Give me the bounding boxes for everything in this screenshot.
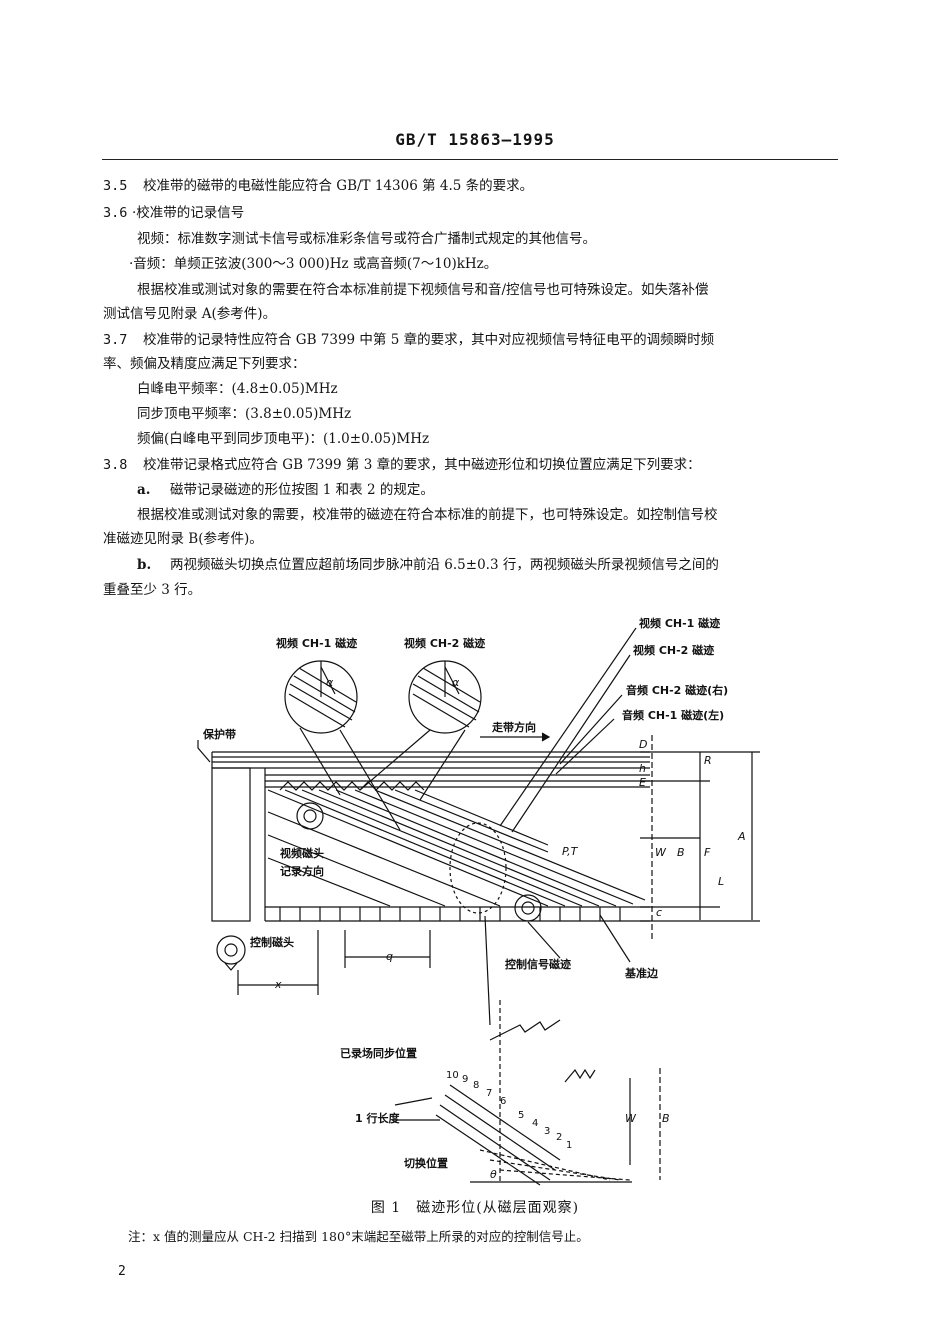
section-number-3-8: 3.8 xyxy=(103,457,128,473)
dim-a: A xyxy=(737,830,746,843)
section-number-3-6: 3.6 xyxy=(103,205,128,221)
dim-d: D xyxy=(639,738,647,751)
section-3-6-video: 视频：标准数字测试卡信号或标准彩条信号或符合广播制式规定的其他信号。 xyxy=(137,231,596,247)
detail-w: W xyxy=(625,1112,637,1125)
angle-theta: θ xyxy=(490,1168,497,1181)
sync-marker-detail xyxy=(489,1019,561,1041)
dim-r: R xyxy=(704,754,712,767)
standard-header: GB/T 15863—1995 xyxy=(395,130,555,149)
alpha-ch1: α xyxy=(326,676,334,689)
label-audio-ch2: 音频 CH-2 磁迹(右) xyxy=(626,683,728,697)
dim-e: E xyxy=(639,776,646,789)
dim-h: h xyxy=(639,762,646,775)
section-3-6-audio: ·音频：单频正弦波(300～3 000)Hz 或高音频(7～10)kHz。 xyxy=(129,256,498,272)
dim-f: F xyxy=(704,846,711,859)
label-recorded-sync: 已录场同步位置 xyxy=(340,1046,417,1060)
alpha-ch2: α xyxy=(452,676,460,689)
item-a-text: 磁带记录磁迹的形位按图 1 和表 2 的规定。 xyxy=(170,482,434,498)
label-ch2-track: 视频 CH-2 磁迹 xyxy=(404,636,485,650)
label-protection-band: 保护带 xyxy=(202,727,236,741)
figure-note: 注：x 值的测量应从 CH-2 扫描到 180°末端起至磁带上所录的对应的控制信… xyxy=(128,1229,589,1244)
header-rule xyxy=(102,159,838,160)
label-tape-direction: 走带方向 xyxy=(491,720,536,734)
video-tracks xyxy=(267,789,646,907)
dim-l: L xyxy=(718,875,724,888)
sync-tip-frequency: 同步顶电平频率：(3.8±0.05)MHz xyxy=(137,406,352,422)
label-ch1-track: 视频 CH-1 磁迹 xyxy=(276,636,357,650)
white-peak-frequency: 白峰电平频率：(4.8±0.05)MHz xyxy=(137,381,338,397)
dim-x: x xyxy=(274,978,282,991)
label-record-direction: 记录方向 xyxy=(280,864,324,878)
head-path-ellipse xyxy=(449,822,507,914)
section-number-3-7: 3.7 xyxy=(103,332,128,348)
item-b-text: 两视频磁头切换点位置应超前场同步脉冲前沿 6.5±0.3 行，两视频磁头所录视频… xyxy=(170,557,719,573)
item-a-mark: a. xyxy=(137,482,151,498)
line-number: 3 xyxy=(544,1126,550,1137)
section-3-8-line1: 校准带记录格式应符合 GB 7399 第 3 章的要求，其中磁迹形位和切换位置应… xyxy=(143,457,701,473)
frequency-deviation: 频偏(白峰电平到同步顶电平)：(1.0±0.05)MHz xyxy=(137,431,430,447)
dim-b: B xyxy=(677,846,685,859)
section-3-6-para1: 根据校准或测试对象的需要在符合本标准前提下视频信号和音/控信号也可特殊设定。如失… xyxy=(137,282,709,298)
video-head-2 xyxy=(514,894,542,922)
line-number: 2 xyxy=(556,1132,562,1143)
item-b-text2: 重叠至少 3 行。 xyxy=(103,582,202,598)
line-number: 10 xyxy=(446,1070,459,1081)
label-pt: P,T xyxy=(562,845,579,858)
line-number: 4 xyxy=(532,1118,538,1129)
section-3-7-line2: 率、频偏及精度应满足下列要求： xyxy=(103,356,306,372)
line-number: 5 xyxy=(518,1110,524,1121)
dim-w: W xyxy=(655,846,667,859)
section-3-5-text: 校准带的磁带的电磁性能应符合 GB/T 14306 第 4.5 条的要求。 xyxy=(143,178,534,194)
section-3-8-para1: 根据校准或测试对象的需要，校准带的磁迹在符合本标准的前提下，也可特殊设定。如控制… xyxy=(137,507,718,523)
line-number: 1 xyxy=(566,1140,572,1151)
line-number: 6 xyxy=(500,1096,506,1107)
detail-b: B xyxy=(662,1112,670,1125)
section-3-6-para2: 测试信号见附录 A(参考件)。 xyxy=(103,306,277,322)
figure-caption: 图 1 磁迹形位(从磁层面观察) xyxy=(370,1200,580,1216)
control-track-blocks xyxy=(279,907,621,921)
label-control-track: 控制信号磁迹 xyxy=(505,957,571,971)
item-b-mark: b. xyxy=(137,557,152,573)
label-line-length: 1 行长度 xyxy=(355,1111,400,1125)
section-3-7-line1: 校准带的记录特性应符合 GB 7399 中第 5 章的要求，其中对应视频信号特征… xyxy=(143,332,715,348)
label-video-head: 视频磁头 xyxy=(280,846,324,860)
label-ch2-track-right: 视频 CH-2 磁迹 xyxy=(633,643,714,657)
tape-end-block xyxy=(211,767,251,922)
dim-c: c xyxy=(656,906,662,919)
label-control-head: 控制磁头 xyxy=(250,935,294,949)
video-head-1 xyxy=(296,802,324,830)
label-reference-edge: 基准边 xyxy=(624,966,659,980)
section-number-3-5: 3.5 xyxy=(103,178,128,194)
label-ch1-track-right: 视频 CH-1 磁迹 xyxy=(639,616,720,630)
line-number: 7 xyxy=(486,1088,492,1099)
line-number: 8 xyxy=(473,1080,479,1091)
dim-q: q xyxy=(386,950,393,963)
control-head xyxy=(216,935,246,965)
section-3-8-para2: 准磁迹见附录 B(参考件)。 xyxy=(103,531,263,547)
section-3-6-title: ·校准带的记录信号 xyxy=(132,205,245,221)
line-numbers: 10 9 8 7 6 5 4 3 2 1 xyxy=(446,1070,572,1151)
page-number: 2 xyxy=(118,1264,126,1279)
label-switch-position: 切换位置 xyxy=(404,1156,448,1170)
line-number: 9 xyxy=(462,1074,468,1085)
label-audio-ch1: 音频 CH-1 磁迹(左) xyxy=(622,708,724,722)
